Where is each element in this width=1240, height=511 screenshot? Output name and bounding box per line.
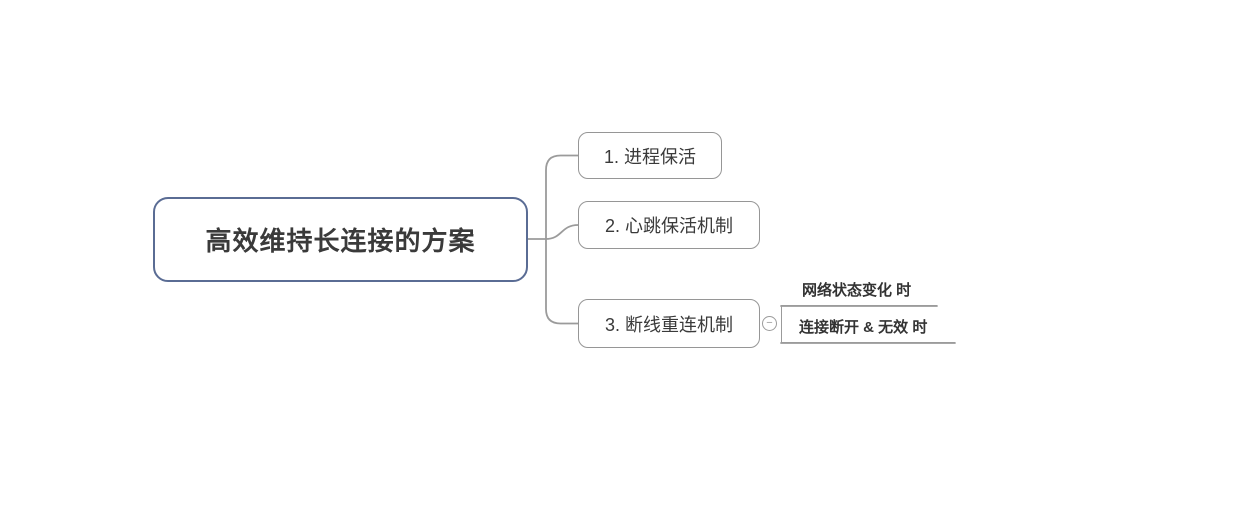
connector-root-to-branch-1 bbox=[545, 154, 579, 240]
minus-icon: − bbox=[766, 317, 773, 329]
subtopic-label: 网络状态变化 时 bbox=[802, 282, 912, 299]
connector-root-to-branch-3 bbox=[545, 238, 579, 325]
subtopic-connection-broken-invalid[interactable]: 连接断开 & 无效 时 bbox=[781, 314, 955, 343]
connector-root-to-branch-2 bbox=[545, 224, 579, 240]
branch-topic-label: 3. 断线重连机制 bbox=[604, 314, 733, 335]
subtopic-rail-line bbox=[781, 306, 782, 343]
branch-topic-reconnect-mechanism[interactable]: 3. 断线重连机制 bbox=[578, 299, 760, 348]
root-topic[interactable]: 高效维持长连接的方案 bbox=[153, 197, 528, 282]
branch-topic-label: 2. 心跳保活机制 bbox=[604, 216, 733, 236]
branch-topic-heartbeat-keepalive[interactable]: 2. 心跳保活机制 bbox=[578, 201, 760, 249]
subtopic-network-state-change[interactable]: 网络状态变化 时 bbox=[781, 277, 937, 306]
branch-topic-label: 1. 进程保活 bbox=[603, 146, 696, 167]
branch-topic-process-keepalive[interactable]: 1. 进程保活 bbox=[578, 132, 722, 179]
root-topic-label: 高效维持长连接的方案 bbox=[205, 226, 476, 256]
subtopic-label: 连接断开 & 无效 时 bbox=[799, 319, 928, 336]
collapse-toggle-icon[interactable]: − bbox=[762, 316, 777, 331]
